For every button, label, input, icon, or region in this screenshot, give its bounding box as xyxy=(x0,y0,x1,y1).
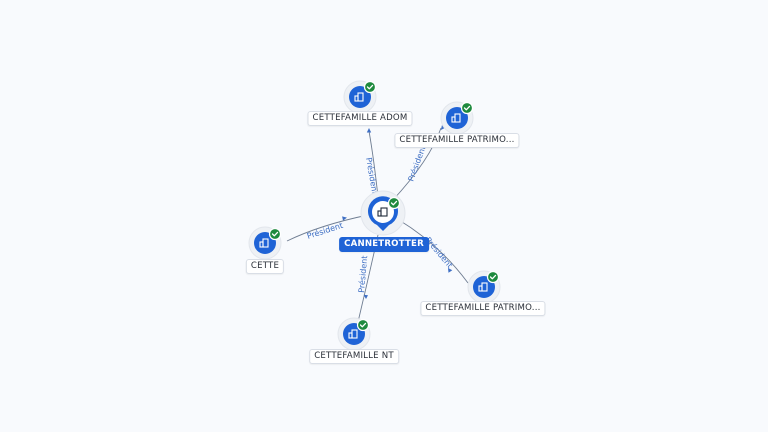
check-icon xyxy=(363,80,377,94)
edge-label-n5: Président xyxy=(356,255,369,293)
building-icon xyxy=(354,92,364,102)
node-n3[interactable] xyxy=(248,226,282,260)
node-label-n1[interactable]: CETTEFAMILLE ADOM xyxy=(307,111,413,126)
check-icon xyxy=(387,196,401,210)
building-icon xyxy=(478,282,488,292)
check-icon xyxy=(268,227,282,241)
node-n5[interactable] xyxy=(337,317,371,351)
center-node-label[interactable]: CANNETROTTER xyxy=(339,237,429,252)
edge-label-n2: Président xyxy=(405,144,427,182)
building-icon xyxy=(451,113,461,123)
node-n1[interactable] xyxy=(343,80,377,114)
edge-label-n1: Président xyxy=(364,157,380,195)
edge-president-n1: Président xyxy=(364,128,380,198)
center-node[interactable] xyxy=(360,190,406,236)
node-n4[interactable] xyxy=(467,270,501,304)
check-icon xyxy=(486,270,500,284)
node-label-n2[interactable]: CETTEFAMILLE PATRIMO... xyxy=(394,133,520,148)
node-n2[interactable] xyxy=(440,101,474,135)
building-icon xyxy=(348,329,358,339)
node-label-n4[interactable]: CETTEFAMILLE PATRIMO... xyxy=(420,301,546,316)
node-label-n3[interactable]: CETTE xyxy=(245,259,285,274)
node-label-n5[interactable]: CETTEFAMILLE NT xyxy=(309,349,399,364)
edge-label-n3: Président xyxy=(306,220,345,241)
check-icon xyxy=(460,101,474,115)
building-icon xyxy=(259,238,269,248)
building-icon xyxy=(377,207,388,217)
check-icon xyxy=(356,318,370,332)
